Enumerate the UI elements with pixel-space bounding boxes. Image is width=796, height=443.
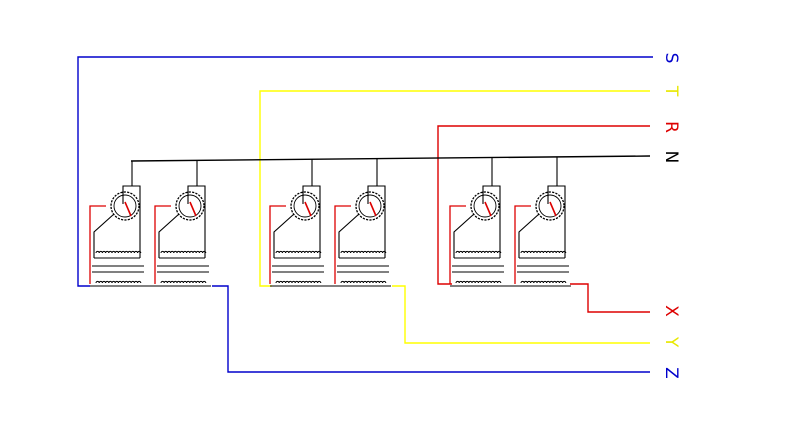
wire-x: [570, 283, 650, 313]
label-r: R: [661, 121, 681, 133]
label-y: Y: [661, 336, 681, 348]
wire-y: [392, 285, 650, 344]
transformer-unit: [154, 160, 211, 287]
label-z: Z: [661, 367, 681, 379]
wire-z: [212, 285, 650, 373]
wire-s: [77, 56, 653, 287]
wire-r: [437, 125, 650, 285]
transformer-unit: [269, 159, 326, 287]
label-s: S: [661, 53, 681, 64]
transformer-unit: [514, 156, 571, 287]
transformer-unit: [334, 158, 391, 287]
label-x: X: [661, 305, 681, 317]
wire-t: [259, 90, 650, 287]
transformer-unit: [449, 157, 506, 287]
transformer-unit: [89, 160, 146, 287]
label-n: N: [661, 151, 681, 164]
label-t: T: [661, 85, 681, 97]
wire-n: [130, 155, 651, 162]
